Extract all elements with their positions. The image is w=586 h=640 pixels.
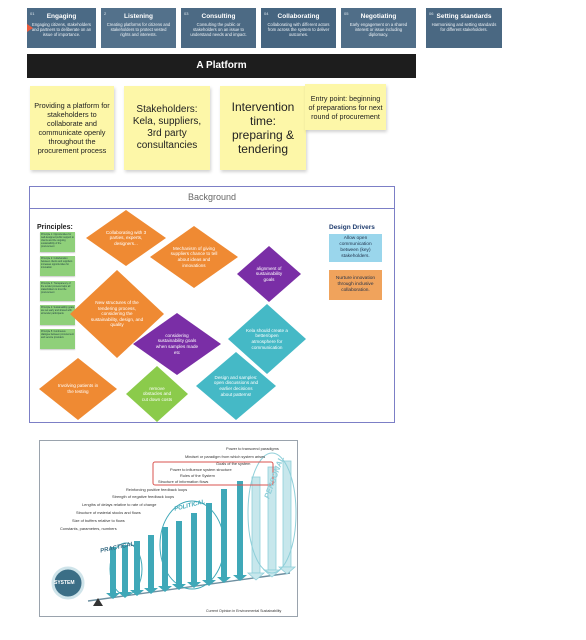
stage-title: Collaborating [277, 13, 320, 20]
leverage-level: Power to influence system structure [170, 467, 232, 472]
stage-title: Setting standards [436, 13, 492, 20]
leverage-level: Rules of the System [180, 473, 215, 478]
stage-card-negotiating: 05 Negotiating Early engagement on a sha… [341, 8, 416, 48]
leverage-level: Lengths of delays relative to rate of ch… [82, 502, 157, 507]
leverage-level: Structure of material stocks and flows [76, 510, 141, 515]
diamond-text: Mechanism of giving suppliers chance to … [170, 245, 218, 268]
diamond-text: New structures of the tendering process,… [90, 300, 144, 328]
stage-title: Negotiating [360, 13, 397, 20]
sticky-note-entry-point[interactable]: Entry point: beginning of preparations f… [305, 84, 386, 130]
leverage-points-diagram: Power to transcend paradigms Mindset or … [39, 440, 298, 617]
sticky-text: Stakeholders: Kela, suppliers, 3rd party… [132, 104, 202, 151]
diamond-remove-obstacles[interactable]: remove obstacles and cut down costs [126, 366, 188, 422]
leverage-level: Reinforcing positive feedback loops [126, 487, 188, 492]
sticky-note-stakeholders[interactable]: Stakeholders: Kela, suppliers, 3rd party… [124, 86, 210, 170]
sticky-note-intervention-time[interactable]: Intervention time: preparing & tendering [220, 86, 306, 170]
leverage-level: Mindset or paradigm from which system ar… [185, 454, 266, 459]
system-label: SYSTEM [54, 580, 75, 586]
sticky-text: Providing a platform for stakeholders to… [34, 101, 110, 155]
stage-title: Engaging [46, 13, 77, 20]
diamond-text: Kela should create a better/open atmosph… [246, 327, 288, 350]
stage-description: Creating platforms for citizens and stak… [106, 22, 171, 37]
stage-number: 01 [30, 11, 35, 16]
leverage-level: Goals of the system [216, 461, 251, 466]
stage-card-consulting: 03 Consulting Consulting the public or s… [181, 8, 256, 48]
background-title: Background [187, 192, 237, 202]
sticky-text: Entry point: beginning of preparations f… [308, 93, 383, 121]
stage-number: 03 [184, 11, 189, 16]
stage-description: Collaborating with different actors from… [267, 22, 330, 37]
leverage-level: Size of buffers relative to flows [72, 518, 125, 523]
principle-note[interactable]: Principle 3: Transparency of the tender … [40, 281, 75, 301]
stage-number: 2 [104, 11, 107, 16]
design-driver-communication[interactable]: Allow open communication between (key) s… [329, 234, 382, 262]
stage-description: Early engagement on a shared interest or… [349, 22, 408, 37]
principle-note[interactable]: Principle 5: Continuous dialogue between… [40, 329, 75, 349]
diamond-text: alignment of sustainability goals [255, 265, 283, 282]
leverage-level: Strength of negative feedback loops [112, 494, 175, 499]
stage-card-setting-standards: 06 Setting standards Harmonising and set… [426, 8, 502, 48]
leverage-level: Constants, parameters, numbers [60, 526, 117, 531]
diamond-text: Involving patients in the testing [57, 383, 99, 394]
leverage-level: Structure of information flows [158, 479, 209, 484]
background-divider [29, 208, 395, 209]
stage-card-engaging: 01 Engaging Engaging citizens, stakehold… [27, 8, 96, 48]
stage-description: Engaging citizens, stakeholders and part… [31, 22, 92, 37]
stage-title: Listening [124, 13, 153, 20]
design-drivers-label: Design Drivers [329, 224, 375, 231]
diamond-text: Design and samples: open discussions and… [213, 374, 259, 397]
leverage-level: Power to transcend paradigms [226, 446, 279, 451]
diamond-text: considering sustainability goals when sa… [155, 332, 199, 355]
diagram-credit: Current Opinion in Environmental Sustain… [206, 609, 282, 613]
principle-note[interactable]: Principle 1: Opportunities for well-desi… [40, 232, 75, 252]
stage-number: 05 [344, 11, 349, 16]
diamond-sustainability-alignment[interactable]: alignment of sustainability goals [237, 246, 301, 302]
diamond-text: remove obstacles and cut down costs [141, 385, 173, 402]
platform-banner: A Platform [27, 54, 416, 78]
principle-note[interactable]: Principle 2: Collaboration between clien… [40, 256, 75, 276]
leverage-arrows [51, 452, 297, 606]
sticky-text: Intervention time: preparing & tendering [231, 100, 295, 156]
diamond-involving-patients[interactable]: Involving patients in the testing [39, 358, 117, 420]
principle-note[interactable]: Principle 4: Sustainability goals are se… [40, 305, 75, 325]
stage-card-collaborating: 04 Collaborating Collaborating with diff… [261, 8, 336, 48]
current-stage-arrow-icon [27, 24, 33, 32]
stage-title: Consulting [201, 13, 236, 20]
design-driver-innovation[interactable]: Nurture innovation through inclusive col… [329, 270, 382, 300]
stage-number: 04 [264, 11, 269, 16]
stage-description: Consulting the public or stakeholders on… [190, 22, 247, 37]
stage-card-listening: 2 Listening Creating platforms for citiz… [101, 8, 176, 48]
diamond-text: Collaborating with 3 parties, experts, d… [105, 229, 147, 246]
stage-description: Harmonising and setting standards for di… [431, 22, 497, 32]
principles-label: Principles: [37, 224, 73, 231]
stage-number: 06 [429, 11, 434, 16]
sticky-note-platform[interactable]: Providing a platform for stakeholders to… [30, 86, 114, 170]
diamond-supplier-mechanism[interactable]: Mechanism of giving suppliers chance to … [150, 226, 238, 288]
diamond-design-samples[interactable]: Design and samples: open discussions and… [196, 352, 276, 420]
diamond-sustainability-samples[interactable]: considering sustainability goals when sa… [133, 313, 221, 375]
